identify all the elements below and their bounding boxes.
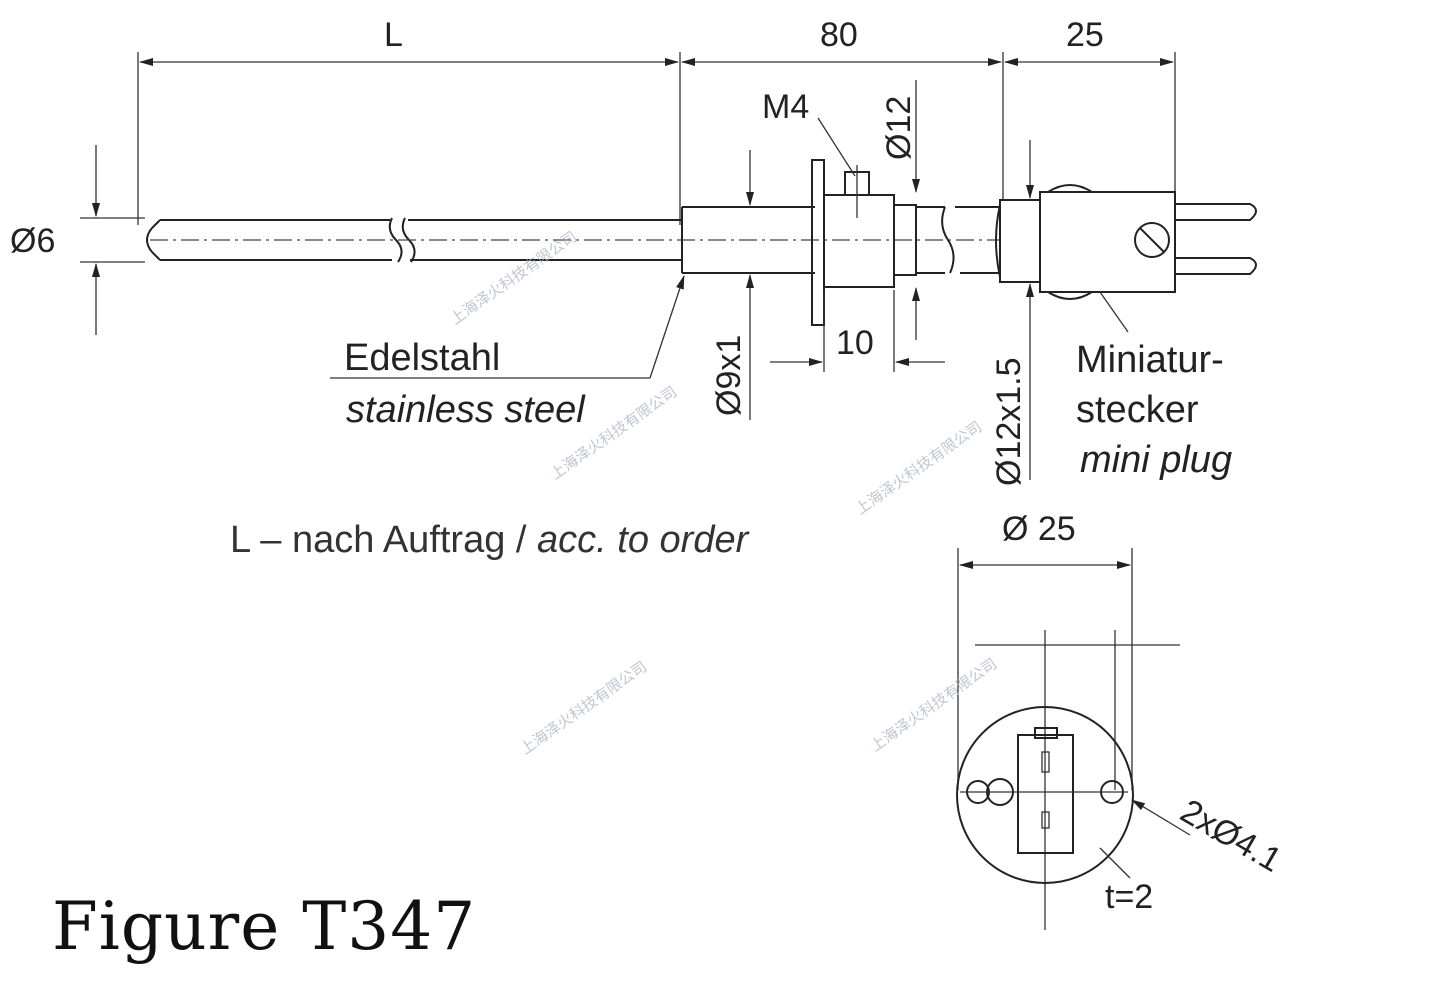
dim-collar-diameter: Ø12 <box>880 96 918 160</box>
dim-tube-diameter: Ø9x1 <box>710 335 748 416</box>
watermark-group: 上海泽火科技有限公司 上海泽火科技有限公司 上海泽火科技有限公司 上海泽火科技有… <box>447 227 1000 758</box>
watermark-3: 上海泽火科技有限公司 <box>852 417 985 518</box>
length-note-en: acc. to order <box>537 519 750 561</box>
dim-holes: 2xØ4.1 <box>1174 792 1288 880</box>
length-note-de: L – nach Auftrag / <box>230 519 537 561</box>
watermark-4: 上海泽火科技有限公司 <box>517 657 650 758</box>
dim-thread-m4: M4 <box>762 88 809 126</box>
label-plug-en: mini plug <box>1080 439 1232 481</box>
dim-collar-width: 10 <box>836 324 874 362</box>
dim-length-L: L <box>384 16 403 54</box>
label-plug-de-1: Miniatur- <box>1076 339 1224 381</box>
flange-end-view <box>956 548 1191 930</box>
label-material-de: Edelstahl <box>344 337 500 379</box>
watermark-1: 上海泽火科技有限公司 <box>447 227 580 328</box>
plug-leader <box>1099 291 1129 333</box>
probe-diameter-dimension <box>80 145 145 335</box>
length-note: L – nach Auftrag / acc. to order <box>230 519 750 561</box>
label-material-en: stainless steel <box>346 389 586 431</box>
dim-probe-diameter: Ø6 <box>10 222 55 260</box>
dim-thickness: t=2 <box>1105 878 1153 916</box>
dim-25: 25 <box>1066 16 1104 54</box>
mini-plug <box>995 184 1257 300</box>
figure-caption: Figure T347 <box>52 888 477 965</box>
label-plug-de-2: stecker <box>1076 389 1199 431</box>
watermark-5: 上海泽火科技有限公司 <box>867 654 1000 755</box>
dim-flange-diameter: Ø 25 <box>1002 510 1076 548</box>
top-dimension-chain <box>137 52 1176 225</box>
tube-and-collar <box>681 159 1000 326</box>
collar-width-dimension <box>770 290 945 372</box>
dim-sleeve-diameter: Ø12x1.5 <box>990 357 1028 486</box>
dim-80: 80 <box>820 16 858 54</box>
